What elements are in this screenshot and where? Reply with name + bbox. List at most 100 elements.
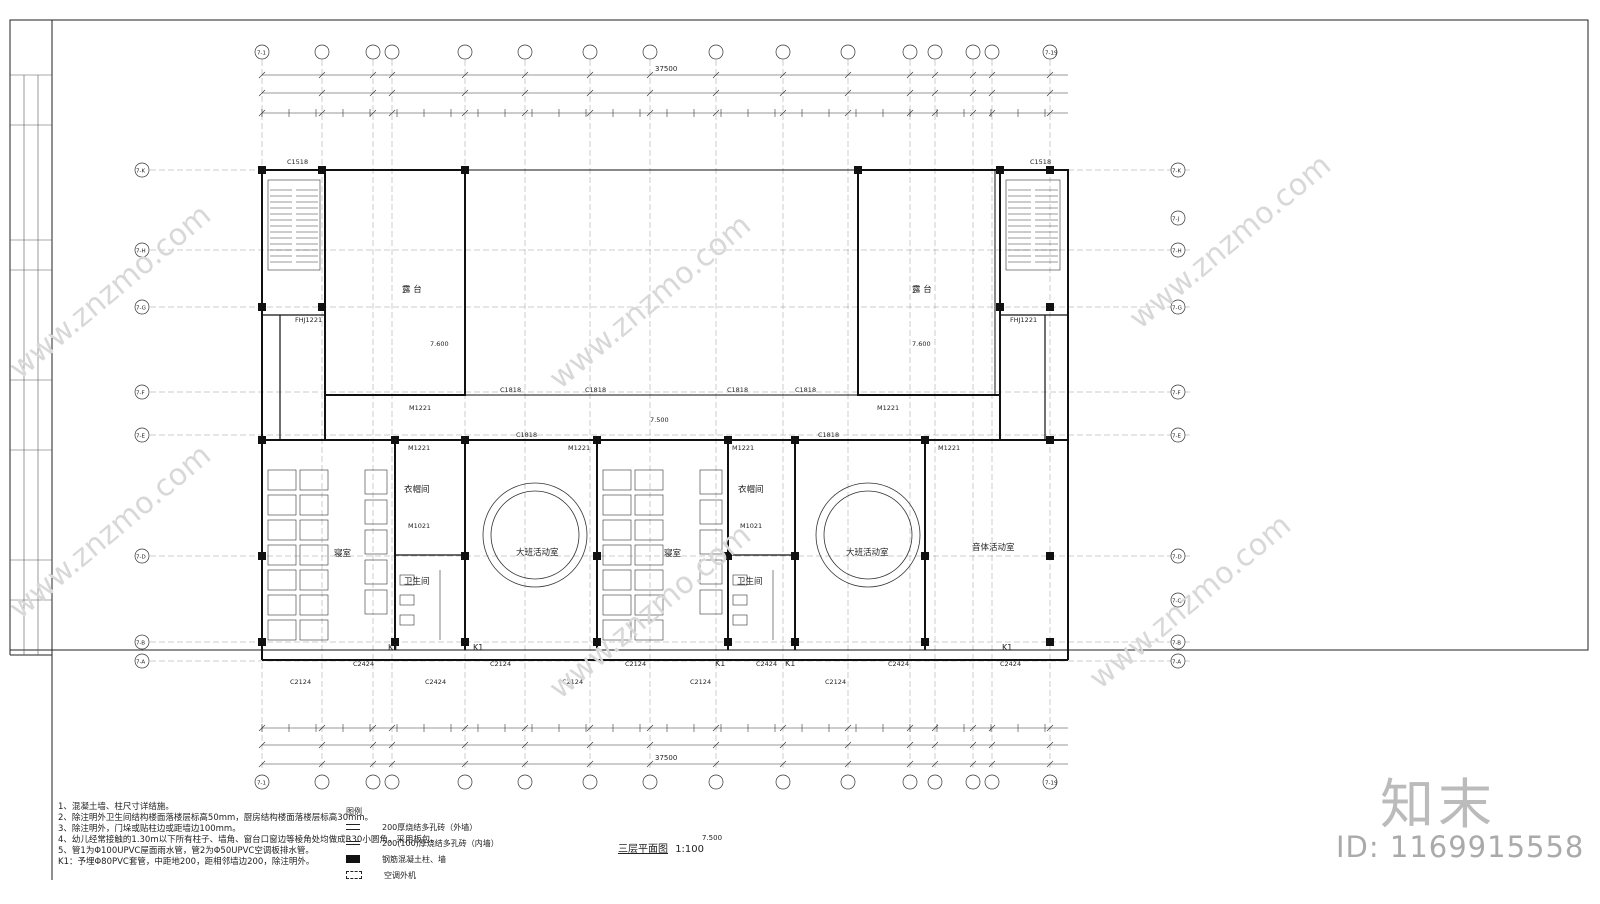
- bed: [267, 494, 297, 516]
- tag-fhj-left: FHJ1221: [295, 316, 322, 324]
- tag-m1221-5: M1221: [732, 444, 754, 452]
- column: [593, 436, 601, 444]
- svg-text:www.znzmo.com: www.znzmo.com: [3, 438, 218, 627]
- svg-text:www.znzmo.com: www.znzmo.com: [3, 198, 218, 387]
- row-label-right: 7-C: [1172, 599, 1181, 605]
- column: [1046, 303, 1054, 311]
- column: [921, 638, 929, 646]
- axis-bubble: [708, 774, 724, 790]
- axis-bubble: [384, 44, 400, 60]
- column: [593, 638, 601, 646]
- row-bubble-right: [1170, 634, 1186, 650]
- watermark-diagonals: www.znzmo.com www.znzmo.com www.znzmo.co…: [3, 148, 1338, 707]
- room-terrace-left: 露 台: [402, 284, 422, 295]
- axis-bubble-label: 7-19: [1045, 781, 1058, 787]
- column: [1046, 436, 1054, 444]
- row-label-right: 7-J: [1172, 217, 1180, 223]
- column: [791, 638, 799, 646]
- bed: [299, 519, 329, 541]
- stairs: [267, 179, 1061, 271]
- tag-k1-4: K1: [785, 659, 795, 668]
- row-bubble-right: [1170, 548, 1186, 564]
- column: [461, 436, 469, 444]
- plan-scale: 1:100: [675, 844, 705, 855]
- axis-bubble: [314, 774, 330, 790]
- row-bubble-left: [134, 299, 150, 315]
- column: [258, 436, 266, 444]
- tag-c1818-3: C1818: [727, 386, 748, 394]
- row-label-left: 7-B: [136, 641, 145, 647]
- column: [258, 166, 266, 174]
- axis-bubble: [1042, 774, 1058, 790]
- row-bubble-right: [1170, 384, 1186, 400]
- row-label-right: 7-D: [1172, 555, 1182, 561]
- axis-bubble: [775, 44, 791, 60]
- row-bubble-left: [134, 427, 150, 443]
- row-label-left: 7-K: [136, 169, 145, 175]
- bed: [364, 529, 388, 555]
- bed: [634, 594, 664, 616]
- tag-c1818-1: C1818: [500, 386, 521, 394]
- column: [318, 303, 326, 311]
- bedroom-beds: [267, 469, 723, 641]
- bed: [267, 619, 297, 641]
- bed: [602, 469, 632, 491]
- concrete-columns: [258, 166, 1054, 646]
- bed: [634, 619, 664, 641]
- column: [1046, 552, 1054, 560]
- bed: [602, 494, 632, 516]
- row-label-right: 7-G: [1172, 306, 1182, 312]
- column: [391, 436, 399, 444]
- bed: [602, 569, 632, 591]
- bed: [267, 519, 297, 541]
- row-label-left: 7-G: [136, 306, 146, 312]
- tag-fhj-right: FHJ1221: [1010, 316, 1037, 324]
- toilet-fixtures: [399, 570, 774, 640]
- axis-bubble: [927, 44, 943, 60]
- row-label-left: 7-H: [136, 249, 146, 255]
- room-toilet-1: 卫生间: [404, 576, 430, 587]
- axis-bubble: [1042, 44, 1058, 60]
- bed: [364, 559, 388, 585]
- tag-k1-3: K1: [715, 659, 725, 668]
- tag-c2424-2: C2424: [425, 678, 446, 686]
- row-bubble-left: [134, 384, 150, 400]
- room-toilet-2: 卫生间: [737, 576, 763, 587]
- room-bedroom-2: 寝室: [664, 548, 682, 559]
- row-label-right: 7-A: [1172, 660, 1181, 666]
- plan-title: 三层平面图: [618, 844, 668, 855]
- row-label-right: 7-E: [1172, 434, 1181, 440]
- column: [791, 436, 799, 444]
- axis-bubble: [708, 44, 724, 60]
- axis-bubble: [902, 774, 918, 790]
- bed: [267, 469, 297, 491]
- axis-bubble-label: 7-19: [1045, 51, 1058, 57]
- axis-bubble: [902, 44, 918, 60]
- row-label-right: 7-F: [1172, 391, 1181, 397]
- bed: [699, 529, 723, 555]
- overall-dimension-bottom: 37500: [655, 754, 677, 762]
- bed: [299, 594, 329, 616]
- axis-bubble: [517, 44, 533, 60]
- bed: [602, 619, 632, 641]
- tag-c2124-5: C2124: [690, 678, 711, 686]
- general-notes: 1、混凝土墙、柱尺寸详结施。 2、除注明外卫生间结构楼面落楼层标高50mm，厨房…: [58, 802, 439, 868]
- axis-bubble: [582, 774, 598, 790]
- drawing-title: 三层平面图 1:100 7.500: [618, 834, 722, 855]
- svg-text:www.znzmo.com: www.znzmo.com: [1123, 148, 1338, 337]
- row-axis-labels: 7-K7-H7-G7-F7-E7-D7-B7-A7-K7-J7-H7-G7-F7…: [136, 169, 1182, 666]
- note-4: 4、幼儿经常接触的1.30m以下所有柱子、墙角、窗台口窗边等棱角处均做成R30小…: [58, 835, 439, 845]
- row-bubble-right: [1170, 427, 1186, 443]
- room-music: 音体活动室: [972, 542, 1015, 553]
- axis-bubble: [965, 774, 981, 790]
- column: [996, 166, 1004, 174]
- row-bubble-left: [134, 634, 150, 650]
- tag-c1818-5: C1818: [516, 431, 537, 439]
- column: [258, 638, 266, 646]
- bed: [267, 569, 297, 591]
- tag-c1818-2: C1818: [585, 386, 606, 394]
- note-1: 1、混凝土墙、柱尺寸详结施。: [58, 802, 174, 812]
- bed: [299, 544, 329, 566]
- column: [258, 303, 266, 311]
